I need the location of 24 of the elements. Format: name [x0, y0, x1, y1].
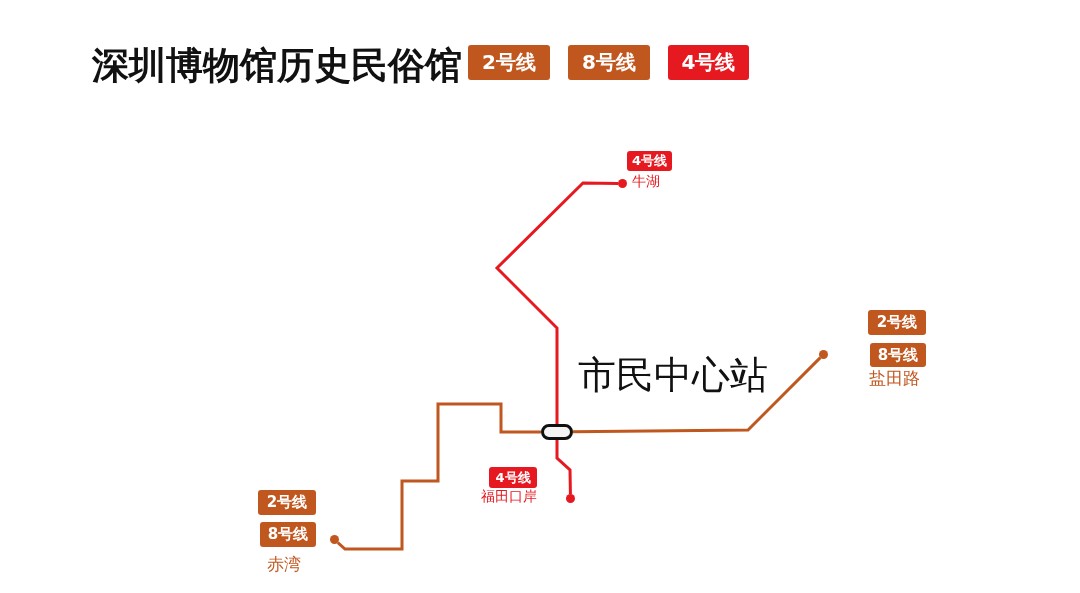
line-badge: 2号线: [868, 310, 926, 335]
line-badge: 4号线: [489, 467, 537, 488]
station-name: 赤湾: [267, 554, 301, 574]
line-badge: 4号线: [668, 45, 749, 80]
line-badge: 8号线: [568, 45, 650, 80]
title: 深圳博物馆历史民俗馆: [92, 43, 462, 89]
line-badge: 8号线: [870, 343, 926, 367]
terminal-dot: [566, 494, 575, 503]
metro-line: [573, 356, 822, 434]
interchange-station: [541, 424, 573, 440]
station-name: 盐田路: [869, 368, 920, 388]
terminal-dot: [618, 179, 627, 188]
station-name: 福田口岸: [481, 488, 537, 505]
terminal-dot: [819, 350, 828, 359]
station-name: 牛湖: [632, 173, 660, 190]
terminal-dot: [330, 535, 339, 544]
line-badge: 2号线: [468, 45, 550, 80]
metro-line: [555, 440, 572, 495]
station-name: 市民中心站: [578, 352, 768, 398]
line-badge: 8号线: [260, 522, 316, 547]
metro-line: [336, 402, 541, 551]
metro-line: [494, 181, 618, 424]
line-badge: 2号线: [258, 490, 316, 515]
line-badge: 4号线: [627, 151, 672, 171]
